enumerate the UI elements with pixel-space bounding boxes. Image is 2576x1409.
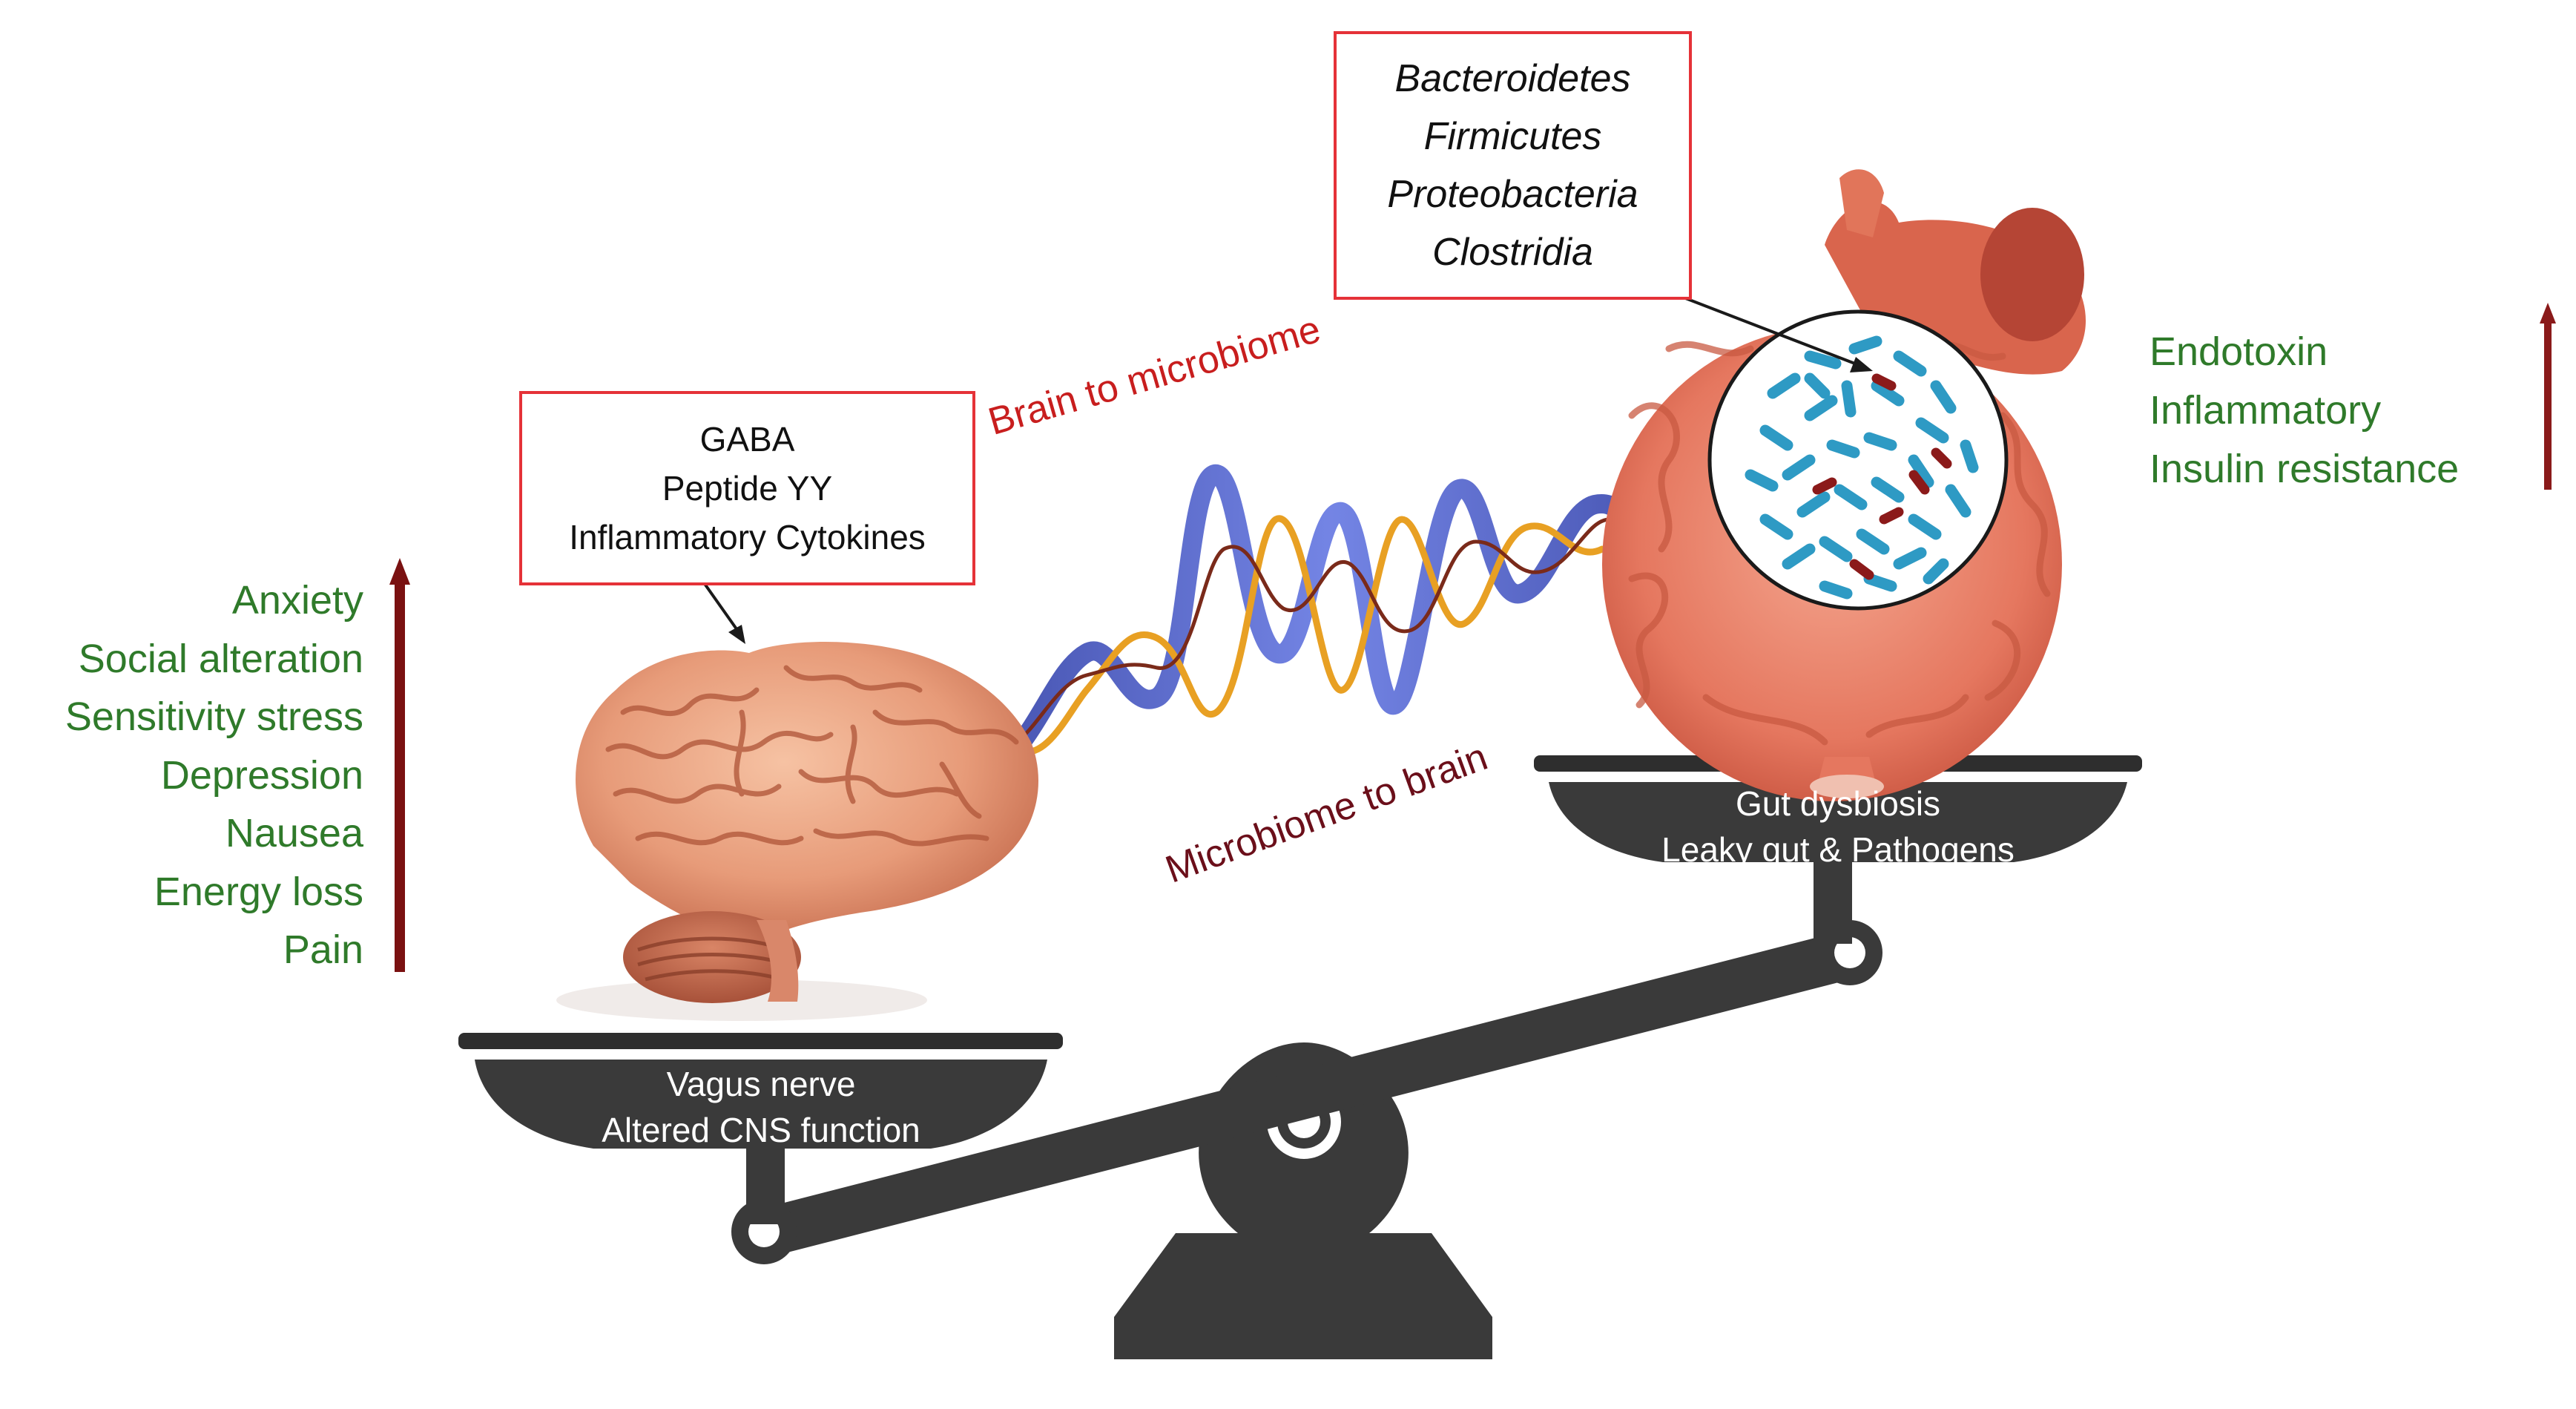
brain-effect-item: Pain — [283, 927, 363, 972]
brain-molecules-box: GABA Peptide YY Inflammatory Cytokines — [519, 391, 975, 585]
brain-effect-item: Nausea — [225, 811, 363, 855]
gut-effect-item: Insulin resistance — [2150, 447, 2460, 491]
brain-box-line-3: Inflammatory Cytokines — [569, 518, 926, 556]
brain-box-line-1: GABA — [699, 420, 795, 459]
brain-box-line-2: Peptide YY — [662, 469, 833, 508]
brain-effect-item: Energy loss — [154, 869, 363, 914]
right-pan-line-2: Leaky gut & Pathogens — [1661, 830, 2015, 869]
brain-effect-item: Anxiety — [231, 578, 363, 623]
brain-effect-item: Sensitivity stress — [65, 694, 363, 739]
wave-helix-icon — [1007, 464, 1656, 759]
microbiota-line-4: Clostridia — [1432, 231, 1593, 274]
brain-box-pointer — [702, 580, 745, 644]
gut-effects-list: Endotoxin Inflammatory Insulin resistanc… — [2150, 323, 2459, 499]
gut-effect-item: Endotoxin — [2150, 329, 2328, 374]
right-pan — [1549, 782, 2127, 862]
brain-effects-list: Anxiety Social alteration Sensitivity st… — [0, 571, 363, 979]
bacteria-circle-icon — [1707, 309, 2009, 611]
left-pan-label: Vagus nerve Altered CNS function — [475, 1061, 1047, 1153]
left-pan-line-2: Altered CNS function — [602, 1111, 920, 1149]
microbiota-box: Bacteroidetes Firmicutes Proteobacteria … — [1334, 31, 1692, 300]
up-arrow-icon — [389, 558, 410, 972]
brain-icon — [556, 642, 1038, 1021]
left-pan-rim — [458, 1033, 1063, 1049]
microbiota-line-3: Proteobacteria — [1387, 173, 1638, 216]
balance-scale-icon — [458, 755, 2142, 1359]
gut-effect-item: Inflammatory — [2150, 388, 2382, 433]
microbiota-line-1: Bacteroidetes — [1394, 57, 1631, 100]
right-pan-label: Gut dysbiosis Leaky gut & Pathogens — [1549, 781, 2127, 873]
brain-effect-item: Depression — [160, 752, 363, 798]
left-pan — [475, 1060, 1047, 1149]
microbiota-box-pointer — [1677, 294, 1873, 372]
brain-effect-item: Social alteration — [78, 636, 363, 681]
right-pan-line-1: Gut dysbiosis — [1735, 784, 1941, 823]
up-arrow-icon — [2540, 303, 2556, 490]
microbiota-line-2: Firmicutes — [1423, 115, 1602, 158]
scale-beam — [764, 929, 1862, 1255]
left-pan-line-1: Vagus nerve — [666, 1065, 856, 1103]
